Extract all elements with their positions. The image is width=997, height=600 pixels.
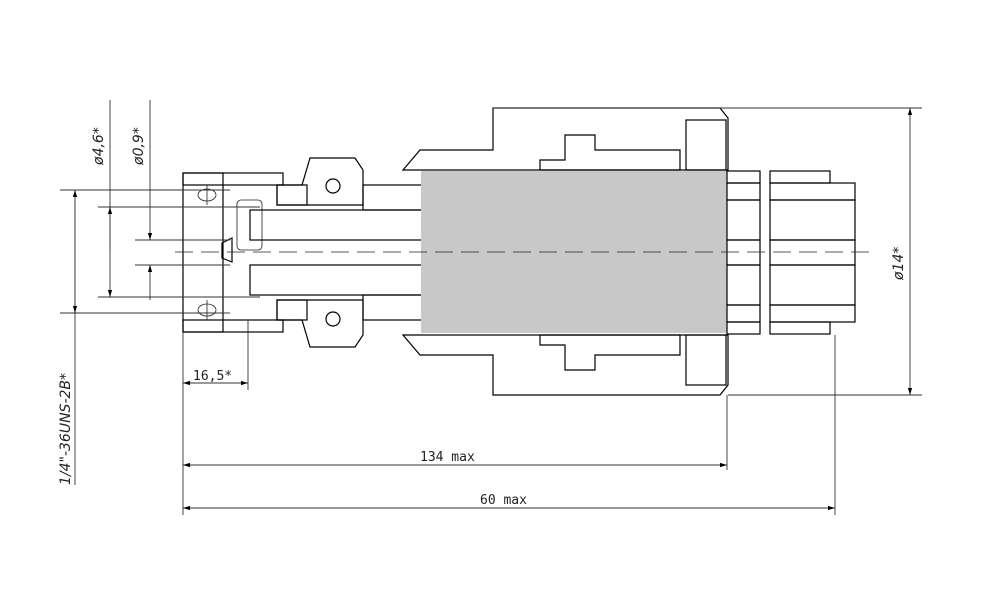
bottom-dimensions xyxy=(182,320,836,515)
right-dimension xyxy=(493,107,922,396)
cable-outgoing xyxy=(726,170,856,335)
left-dimensions xyxy=(60,100,260,485)
pin-length-label: 16,5* xyxy=(193,369,232,384)
body-length-label: 134 max xyxy=(420,450,475,465)
connector-left-body xyxy=(182,172,284,333)
coupling-nut xyxy=(276,157,364,348)
dia-pin-label: ø0,9* xyxy=(131,127,147,166)
thread-label: 1/4"-36UNS-2B* xyxy=(58,373,74,485)
dia-outer-label: ø4,6* xyxy=(91,127,107,166)
dia-body-label: ø14* xyxy=(891,247,907,281)
total-length-label: 60 max xyxy=(480,493,527,508)
